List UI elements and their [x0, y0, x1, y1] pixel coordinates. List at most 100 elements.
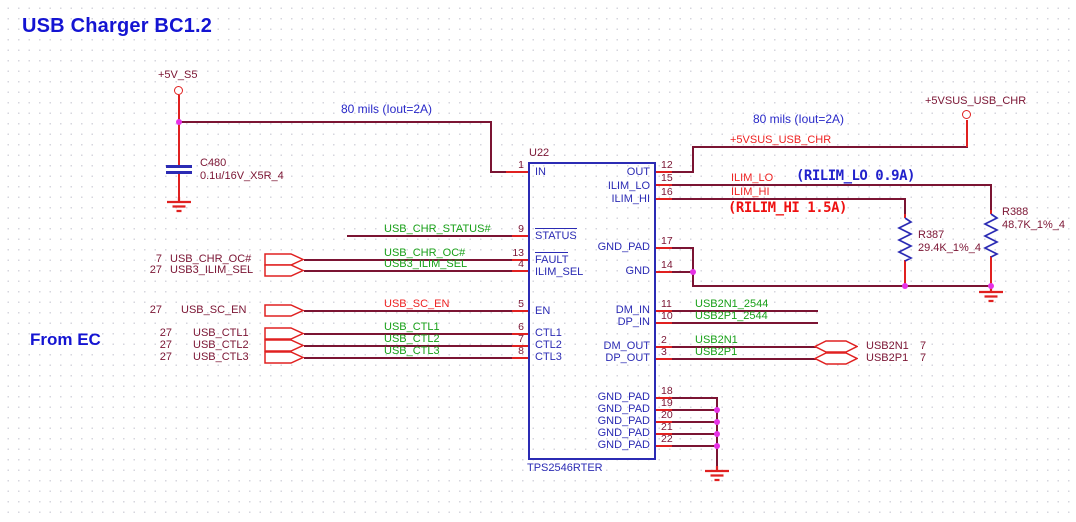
capacitor-c480[interactable] — [166, 165, 192, 174]
wire-gnd-drop[interactable] — [692, 247, 694, 287]
offpage-net-usb3-ilim-sel[interactable]: USB3_ILIM_SEL — [170, 264, 254, 276]
pin-number: 1 — [518, 159, 524, 171]
c480-refdes[interactable]: C480 — [200, 157, 227, 169]
wire-ctl3[interactable] — [304, 357, 514, 359]
net-label-ilim-lo[interactable]: ILIM_LO — [731, 172, 774, 184]
pin-stub — [656, 171, 672, 173]
ground-symbol[interactable] — [165, 197, 193, 215]
power-symbol-5vsus[interactable] — [962, 110, 971, 119]
r388-value[interactable]: 48.7K_1%_4 — [1002, 219, 1065, 231]
ground-symbol[interactable] — [703, 466, 731, 484]
offpage-net-usb-ctl1[interactable]: USB_CTL1 — [193, 327, 249, 339]
net-label-usb2p1[interactable]: USB2P1 — [695, 346, 738, 358]
pin-number: 13 — [512, 247, 524, 259]
pin-stub — [656, 409, 672, 411]
wire-dp-out[interactable] — [672, 358, 816, 360]
net-label-5vsus[interactable]: +5VSUS_USB_CHR — [730, 134, 832, 146]
net-label-usb-ctl1[interactable]: USB_CTL1 — [384, 321, 440, 333]
ground-symbol[interactable] — [977, 287, 1005, 305]
wire-5v-drop[interactable] — [490, 121, 492, 173]
resistor-r387[interactable] — [896, 214, 914, 262]
wire-5vsus-riser[interactable] — [966, 120, 968, 147]
wire-gndpad19[interactable] — [672, 409, 718, 411]
wire-gnd-rail[interactable] — [692, 285, 992, 287]
offpage-page-ref: 27 — [159, 339, 172, 351]
wire-ilim-sel[interactable] — [304, 270, 514, 272]
offpage-connector-usb-ctl2[interactable] — [264, 339, 305, 352]
resistor-r388[interactable] — [982, 210, 1000, 258]
net-label-usb-chr-status[interactable]: USB_CHR_STATUS# — [384, 223, 491, 235]
net-label-usb-ctl2[interactable]: USB_CTL2 — [384, 333, 440, 345]
wire-out-riser[interactable] — [692, 147, 694, 173]
wire-in-horiz[interactable] — [490, 171, 508, 173]
wire-gndpad21[interactable] — [672, 433, 718, 435]
u22-refdes[interactable]: U22 — [529, 147, 550, 159]
wire-gndpad18[interactable] — [672, 397, 718, 399]
offpage-connector-usb2p1[interactable] — [814, 352, 858, 365]
pin-number: 2 — [661, 334, 667, 346]
wire-5vsus-rail[interactable] — [692, 146, 968, 148]
wire-ilim-hi-drop[interactable] — [904, 198, 906, 216]
offpage-connector-usb-sc-en[interactable] — [264, 304, 305, 317]
r387-refdes[interactable]: R387 — [918, 229, 945, 241]
offpage-net-usb-sc-en[interactable]: USB_SC_EN — [181, 304, 247, 316]
wire-gnd14[interactable] — [672, 271, 694, 273]
wire-ctl1[interactable] — [304, 333, 514, 335]
net-label-usb-sc-en[interactable]: USB_SC_EN — [384, 298, 450, 310]
pin-name-gnd14: GND — [625, 265, 650, 277]
offpage-connector-usb-chr-oc[interactable] — [264, 253, 305, 266]
u22-part-number[interactable]: TPS2546RTER — [527, 462, 603, 474]
wire-5v-rail[interactable] — [179, 121, 492, 123]
wire-5v-vertical[interactable] — [178, 95, 180, 166]
wire-ilim-lo-drop[interactable] — [990, 184, 992, 212]
pin-name-out: OUT — [626, 166, 650, 178]
power-net-5v-s5[interactable]: +5V_S5 — [158, 69, 198, 81]
wire-dp-in[interactable] — [672, 322, 818, 324]
wire-ctl2[interactable] — [304, 345, 514, 347]
wire-dm-out[interactable] — [672, 346, 816, 348]
pin-name-gnd-pad19: GND_PAD — [597, 403, 650, 415]
pin-name-dm-in: DM_IN — [615, 304, 650, 316]
power-symbol-5v-s5[interactable] — [174, 86, 183, 95]
wire-fault[interactable] — [304, 259, 514, 261]
power-net-5vsus[interactable]: +5VSUS_USB_CHR — [925, 95, 1027, 107]
net-label-usb2n1-2544[interactable]: USB2N1_2544 — [695, 298, 769, 310]
pin-name-ctl3: CTL3 — [535, 351, 562, 363]
offpage-connector-usb-ctl1[interactable] — [264, 327, 305, 340]
offpage-net-usb-ctl2[interactable]: USB_CTL2 — [193, 339, 249, 351]
offpage-connector-usb3-ilim-sel[interactable] — [264, 264, 305, 277]
c480-value[interactable]: 0.1u/16V_X5R_4 — [200, 170, 284, 182]
offpage-connector-usb-ctl3[interactable] — [264, 351, 305, 364]
r387-value[interactable]: 29.4K_1%_4 — [918, 242, 981, 254]
wire-cap-gnd[interactable] — [178, 174, 180, 198]
offpage-net-usb2p1[interactable]: USB2P1 — [866, 352, 909, 364]
pin-name-en: EN — [535, 305, 551, 317]
offpage-net-usb2n1[interactable]: USB2N1 — [866, 340, 909, 352]
wire-ilim-hi[interactable] — [672, 198, 906, 200]
wire-en[interactable] — [304, 310, 514, 312]
net-label-usb3-ilim-sel[interactable]: USB3_ILIM_SEL — [384, 258, 468, 270]
wire-gndpad20[interactable] — [672, 421, 718, 423]
offpage-net-usb-ctl3[interactable]: USB_CTL3 — [193, 351, 249, 363]
net-label-usb2n1[interactable]: USB2N1 — [695, 334, 738, 346]
offpage-connector-usb2n1[interactable] — [814, 340, 858, 353]
net-label-usb-chr-oc[interactable]: USB_CHR_OC# — [384, 247, 466, 259]
pin-number: 3 — [661, 346, 667, 358]
wire-dm-in[interactable] — [672, 310, 818, 312]
pin-stub — [512, 345, 528, 347]
r388-refdes[interactable]: R388 — [1002, 206, 1029, 218]
pin-stub — [656, 433, 672, 435]
wire-out-horiz[interactable] — [672, 171, 694, 173]
wire-status[interactable] — [347, 235, 512, 237]
offpage-page-ref: 27 — [159, 351, 172, 363]
pin-number: 9 — [518, 223, 524, 235]
net-label-usb2p1-2544[interactable]: USB2P1_2544 — [695, 310, 768, 322]
wire-gndpad22[interactable] — [672, 445, 718, 447]
net-label-ilim-hi[interactable]: ILIM_HI — [731, 186, 770, 198]
rilim-lo-annotation: (RILIM_LO 0.9A) — [796, 168, 915, 184]
net-label-usb-ctl3[interactable]: USB_CTL3 — [384, 345, 440, 357]
wire-gndpad17[interactable] — [672, 247, 694, 249]
u22-body[interactable] — [528, 162, 656, 460]
wire-ilim-lo[interactable] — [672, 184, 992, 186]
offpage-net-usb-chr-oc[interactable]: USB_CHR_OC# — [170, 253, 252, 265]
